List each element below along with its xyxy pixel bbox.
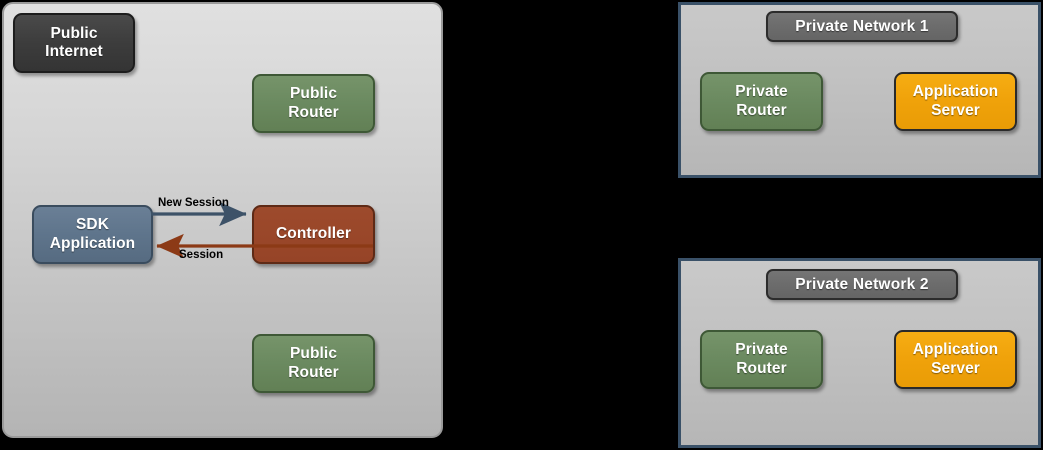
- node-public-router-bottom-line2: Router: [288, 363, 339, 381]
- node-sdk-application-line2: Application: [49, 234, 136, 252]
- connector-label-new-session: New Session: [158, 197, 229, 209]
- node-public-router-top-line2: Router: [288, 103, 339, 121]
- node-private-router-1-line1: Private: [735, 83, 788, 101]
- node-public-internet-line2: Internet: [45, 43, 103, 60]
- node-controller[interactable]: Controller: [252, 205, 375, 264]
- node-public-router-bottom-line1: Public: [289, 345, 338, 363]
- node-private-router-1-line2: Router: [736, 101, 787, 119]
- private-network-2-title: Private Network 2: [766, 269, 958, 300]
- node-private-router-2-line1: Private: [735, 341, 788, 359]
- node-application-server-2-line2: Server: [931, 359, 980, 377]
- node-public-router-top-line1: Public: [289, 85, 338, 103]
- private-network-1-title: Private Network 1: [766, 11, 958, 42]
- node-public-internet-line1: Public: [50, 24, 98, 42]
- node-controller-label: Controller: [275, 225, 352, 243]
- node-sdk-application-line1: SDK: [75, 216, 110, 234]
- connector-label-session: Session: [179, 249, 224, 261]
- node-application-server-2-line1: Application: [912, 341, 999, 359]
- node-private-router-2-line2: Router: [736, 359, 787, 377]
- node-application-server-1-line1: Application: [912, 83, 999, 101]
- node-application-server-1-line2: Server: [931, 101, 980, 119]
